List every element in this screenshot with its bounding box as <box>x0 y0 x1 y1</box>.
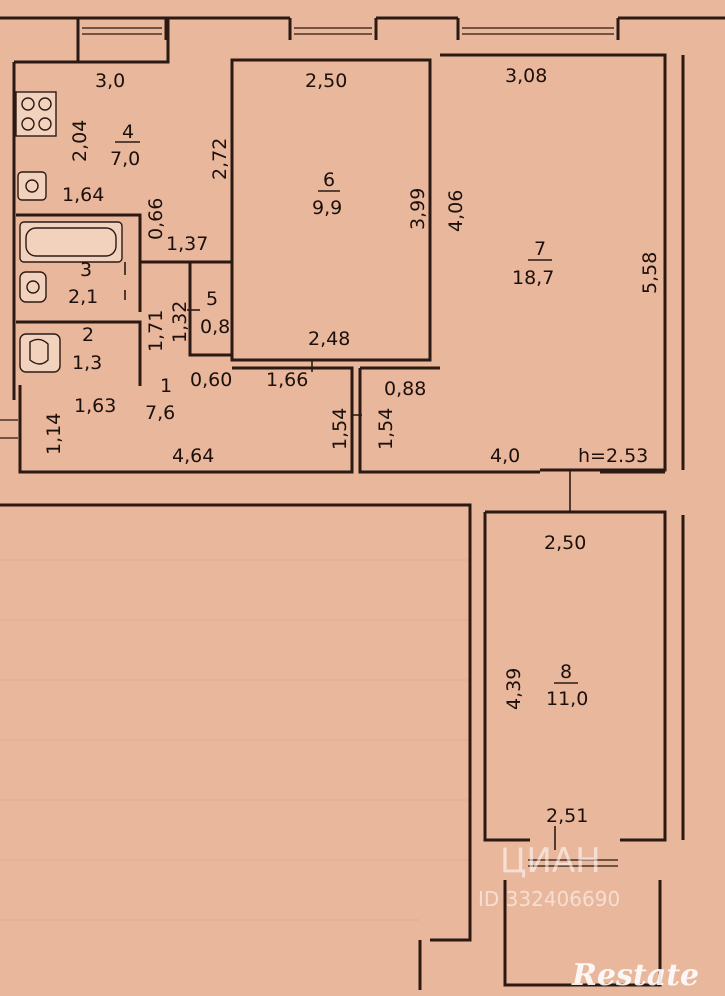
ceiling-height: h=2.53 <box>578 445 648 467</box>
dim-room8-top: 2,50 <box>544 532 586 554</box>
dim-room6-top: 2,50 <box>305 70 347 92</box>
room-3-number: 3 <box>80 259 92 281</box>
dim-room6-right: 3,99 <box>407 188 429 230</box>
room-2-number: 2 <box>82 324 94 346</box>
dim-hall-c: 0,88 <box>384 378 426 400</box>
dim-room6-bottom: 2,48 <box>308 328 350 350</box>
room-7-number: 7 <box>534 238 546 260</box>
dim-hall-bottom: 4,64 <box>172 445 214 467</box>
dim-hall-b: 1,66 <box>266 369 308 391</box>
room-4-area: 7,0 <box>110 148 140 170</box>
dim-room5-v: 1,32 <box>169 301 191 343</box>
windows <box>0 27 618 867</box>
dim-room7-bottom: 4,0 <box>490 445 520 467</box>
dim-corridor-v: 1,71 <box>145 310 167 352</box>
dim-bath-width: 1,37 <box>166 233 208 255</box>
toilet-icon <box>19 333 61 373</box>
sink-icon <box>17 171 47 201</box>
room-labels: 4 7,0 3 2,1 5 0,8 2 1,3 6 9,9 7 18,7 1 7… <box>68 121 588 710</box>
room-2-area: 1,3 <box>72 352 102 374</box>
bathtub-icon <box>19 221 123 263</box>
stove-icon <box>15 91 57 137</box>
room-8-area: 11,0 <box>546 688 588 710</box>
watermark: ЦИАН ID 332406690 <box>478 841 620 911</box>
dim-hall-a: 0,60 <box>190 369 232 391</box>
dim-kitchen-top: 3,0 <box>95 70 125 92</box>
room-1-area: 7,6 <box>145 402 175 424</box>
washbasin-icon <box>19 271 47 303</box>
room-7-area: 18,7 <box>512 267 554 289</box>
room-5-number: 5 <box>206 288 218 310</box>
dimension-labels: 3,0 2,04 2,72 1,64 0,66 1,37 1,71 1,32 2… <box>43 65 661 827</box>
dim-hall-top: 1,63 <box>74 395 116 417</box>
paper-lines <box>0 559 470 921</box>
room-4-number: 4 <box>122 121 134 143</box>
dim-room7-left: 4,06 <box>445 190 467 232</box>
watermark-id: ID 332406690 <box>478 887 620 911</box>
dim-room8-left: 4,39 <box>503 668 525 710</box>
dim-kitchen-door: 0,66 <box>145 198 167 240</box>
room-6-area: 9,9 <box>312 197 342 219</box>
dim-room8-bottom: 2,51 <box>546 805 588 827</box>
dim-kitchen-bottom: 1,64 <box>62 184 104 206</box>
walls <box>0 16 725 990</box>
dim-kitchen-right: 2,72 <box>209 138 231 180</box>
room-1-number: 1 <box>160 375 172 397</box>
room-5-area: 0,8 <box>200 316 230 338</box>
door-marks <box>124 262 571 850</box>
dim-hall-d: 1,54 <box>329 408 351 450</box>
dim-kitchen-left: 2,04 <box>69 120 91 162</box>
room-6-number: 6 <box>323 169 335 191</box>
dim-hall-left: 1,14 <box>43 413 65 455</box>
dim-room7-right: 5,58 <box>639 252 661 294</box>
dim-room7-top: 3,08 <box>505 65 547 87</box>
dim-hall-e: 1,54 <box>375 408 397 450</box>
brand-logo: Restate <box>571 958 699 993</box>
room-8-number: 8 <box>560 661 572 683</box>
room-3-area: 2,1 <box>68 286 98 308</box>
watermark-logo-text: ЦИАН <box>500 841 601 881</box>
